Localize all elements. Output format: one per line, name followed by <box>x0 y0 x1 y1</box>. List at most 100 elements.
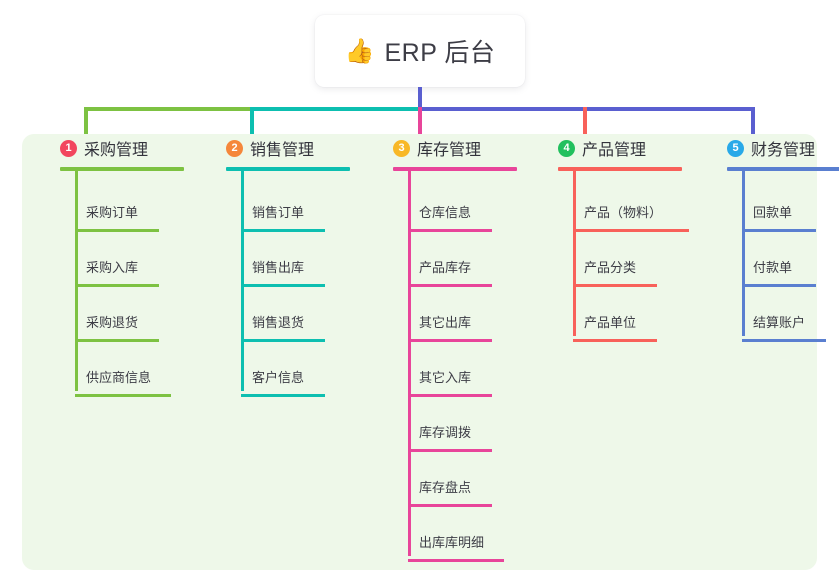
connector-drop-column-2 <box>250 107 254 138</box>
branch-item-rule <box>75 284 159 287</box>
branch-header-4[interactable]: 4 产品管理 <box>542 134 712 162</box>
branch-item-rule <box>408 504 492 507</box>
branch-item[interactable]: 库存盘点 <box>377 452 540 507</box>
branch-number-badge: 4 <box>558 139 575 157</box>
branch-item-rule <box>742 284 816 287</box>
branch-column-3: 3 库存管理仓库信息产品库存其它出库其它入库库存调拨库存盘点出库库明细 <box>377 134 540 562</box>
branch-item[interactable]: 销售订单 <box>210 177 370 232</box>
branch-item-label: 产品分类 <box>584 260 637 275</box>
branch-item[interactable]: 销售出库 <box>210 232 370 287</box>
branch-header-5[interactable]: 5 财务管理 <box>711 134 839 162</box>
branch-item[interactable]: 产品分类 <box>542 232 712 287</box>
branch-item[interactable]: 客户信息 <box>210 342 370 397</box>
branch-item-label: 客户信息 <box>252 370 305 385</box>
branch-item-rule <box>241 284 325 287</box>
branch-item-rule <box>742 229 816 232</box>
branch-item[interactable]: 采购入库 <box>44 232 204 287</box>
branch-title: 采购管理 <box>84 142 149 159</box>
branch-item-label: 回款单 <box>753 205 793 220</box>
connector-drop-column-5 <box>751 107 755 138</box>
branch-spine <box>742 171 745 336</box>
branch-item-label: 采购退货 <box>86 315 139 330</box>
branch-number-badge: 1 <box>60 139 77 157</box>
branch-item-label: 库存盘点 <box>419 480 472 495</box>
branch-item[interactable]: 产品库存 <box>377 232 540 287</box>
branch-number-badge: 2 <box>226 139 243 157</box>
branch-header-3[interactable]: 3 库存管理 <box>377 134 540 162</box>
branch-item-label: 销售退货 <box>252 315 305 330</box>
branch-item[interactable]: 仓库信息 <box>377 177 540 232</box>
branch-column-5: 5 财务管理回款单付款单结算账户 <box>711 134 839 342</box>
branch-item[interactable]: 采购订单 <box>44 177 204 232</box>
branch-item-rule <box>75 229 159 232</box>
branch-item[interactable]: 采购退货 <box>44 287 204 342</box>
branch-title: 产品管理 <box>582 142 647 159</box>
branch-item[interactable]: 产品单位 <box>542 287 712 342</box>
branch-header-2[interactable]: 2 销售管理 <box>210 134 370 162</box>
branch-underline <box>727 167 839 171</box>
branch-item[interactable]: 其它入库 <box>377 342 540 397</box>
branch-item-rule <box>241 229 325 232</box>
branch-item-rule <box>241 394 325 397</box>
connector-drop-column-4 <box>583 107 587 138</box>
branch-spine <box>75 171 78 391</box>
branch-item[interactable]: 回款单 <box>711 177 839 232</box>
branch-item-rule <box>75 339 159 342</box>
branch-item-label: 库存调拨 <box>419 425 472 440</box>
branch-item[interactable]: 结算账户 <box>711 287 839 342</box>
root-connector-vertical <box>418 87 422 109</box>
branch-item-rule <box>408 339 492 342</box>
connector-bar-segment-teal <box>250 107 420 111</box>
branch-title: 库存管理 <box>417 142 482 159</box>
branch-item[interactable]: 出库库明细 <box>377 507 540 562</box>
branch-column-4: 4 产品管理产品（物料） 产品分类产品单位 <box>542 134 712 342</box>
branch-item-rule <box>408 394 492 397</box>
branch-item[interactable]: 供应商信息 <box>44 342 204 397</box>
branch-item-rule <box>75 394 171 397</box>
branch-column-1: 1 采购管理采购订单采购入库采购退货供应商信息 <box>44 134 204 397</box>
connector-drop-column-3 <box>418 107 422 138</box>
branch-item-label: 出库库明细 <box>419 535 485 550</box>
branch-item[interactable]: 销售退货 <box>210 287 370 342</box>
branch-title: 财务管理 <box>751 142 816 159</box>
branch-item-label: 产品库存 <box>419 260 472 275</box>
connector-drop-column-1 <box>84 107 88 138</box>
branch-item-label: 销售订单 <box>252 205 305 220</box>
branch-underline <box>393 167 517 171</box>
branch-item[interactable]: 产品（物料） <box>542 177 712 232</box>
thumbs-up-icon: 👍 <box>344 38 375 65</box>
branch-item[interactable]: 其它出库 <box>377 287 540 342</box>
branch-item-rule <box>408 559 504 562</box>
branch-title: 销售管理 <box>250 142 315 159</box>
branch-underline <box>226 167 350 171</box>
connector-bar-segment-green <box>84 107 252 111</box>
branch-item-list: 销售订单销售出库销售退货客户信息 <box>210 171 370 397</box>
branch-item-label: 仓库信息 <box>419 205 472 220</box>
branch-item-rule <box>573 229 689 232</box>
branch-item-label: 付款单 <box>753 260 793 275</box>
branch-number-badge: 3 <box>393 139 410 157</box>
branch-header-1[interactable]: 1 采购管理 <box>44 134 204 162</box>
branch-item-label: 其它入库 <box>419 370 472 385</box>
branch-item-list: 回款单付款单结算账户 <box>711 171 839 342</box>
branch-item-label: 产品（物料） <box>584 205 663 220</box>
branch-item-list: 产品（物料） 产品分类产品单位 <box>542 171 712 342</box>
branch-item-label: 采购订单 <box>86 205 139 220</box>
branch-item-rule <box>408 284 492 287</box>
branch-item-rule <box>408 449 492 452</box>
branch-item-label: 供应商信息 <box>86 370 152 385</box>
branch-spine <box>241 171 244 391</box>
branch-item[interactable]: 库存调拨 <box>377 397 540 452</box>
branch-spine <box>573 171 576 336</box>
branch-spine <box>408 171 411 556</box>
branch-item-label: 产品单位 <box>584 315 637 330</box>
branch-number-badge: 5 <box>727 139 744 157</box>
root-title: ERP 后台 <box>384 39 496 67</box>
root-node[interactable]: 👍 ERP 后台 <box>315 15 525 87</box>
branch-item-label: 采购入库 <box>86 260 139 275</box>
branch-item-label: 其它出库 <box>419 315 472 330</box>
branch-item-list: 采购订单采购入库采购退货供应商信息 <box>44 171 204 397</box>
branch-item-rule <box>573 339 657 342</box>
branch-item[interactable]: 付款单 <box>711 232 839 287</box>
diagram-panel: 1 采购管理采购订单采购入库采购退货供应商信息 2 销售管理销售订单销售出库销售退货… <box>22 134 839 570</box>
